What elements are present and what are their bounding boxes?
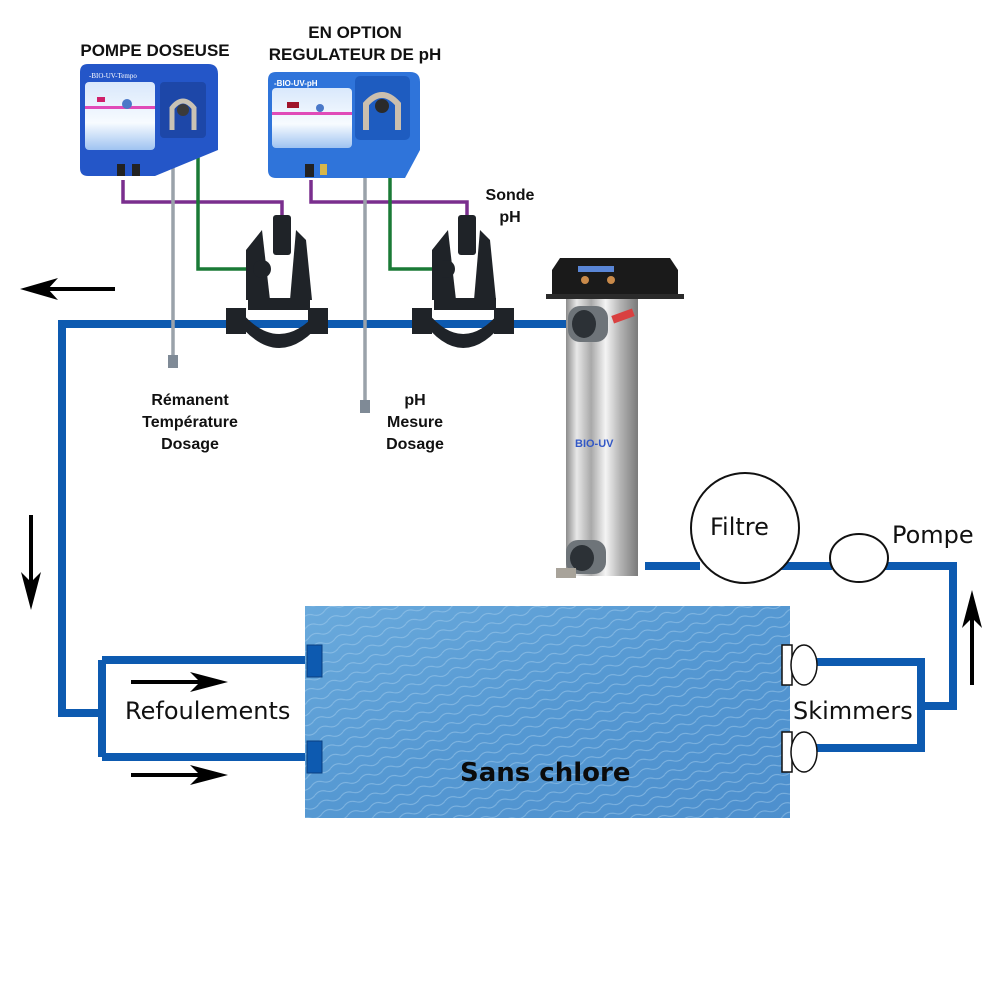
dosing-pump-signal-cable — [121, 180, 284, 216]
arrow-left-icon — [20, 278, 115, 300]
return-inlet-2 — [306, 740, 323, 774]
filter-icon — [690, 472, 800, 584]
ph-probe-label-line1: Sonde — [485, 187, 535, 204]
suction-tubes — [171, 142, 367, 400]
ph-probe-clamp — [412, 215, 514, 348]
pool-label: Sans chlore — [460, 758, 631, 788]
arrow-right-icon-2 — [131, 765, 228, 785]
ph-foot-valve-icon — [360, 400, 370, 413]
return-inlet-1 — [306, 644, 323, 678]
pump-icon — [829, 533, 889, 583]
dosing-pump-device: -BIO-UV-Tempo — [80, 64, 218, 176]
skimmer-1 — [781, 644, 818, 686]
ph-regulator-injection-tube — [388, 142, 442, 271]
uv-reactor: BIO-UV — [546, 258, 684, 578]
ph-tube-label-line3: Dosage — [386, 436, 444, 453]
dosing-pump-title: POMPE DOSEUSE — [80, 41, 230, 60]
ph-regulator-brand: -BIO-UV-pH — [274, 79, 318, 88]
injection-clamp-1 — [226, 215, 328, 348]
ph-regulator-title-line1: EN OPTION — [308, 23, 402, 42]
pump-label: Pompe — [892, 521, 974, 549]
ph-regulator-device: -BIO-UV-pH — [268, 72, 420, 178]
filter-label: Filtre — [710, 513, 769, 541]
pool — [305, 606, 790, 818]
arrow-up-icon — [962, 590, 982, 685]
skimmer-2 — [781, 731, 818, 773]
skimmers-label: Skimmers — [793, 697, 913, 725]
dosing-tubes — [196, 142, 442, 271]
ph-regulator-title-line2: REGULATEUR DE pH — [268, 45, 442, 64]
dosing-probe-label-line3: Dosage — [161, 436, 219, 453]
uv-reactor-brand: BIO-UV — [575, 438, 614, 450]
dosing-foot-valve-icon — [168, 355, 178, 368]
arrow-right-icon-1 — [131, 672, 228, 692]
ph-tube-label-line1: pH — [404, 392, 426, 409]
dosing-pump-brand: -BIO-UV-Tempo — [89, 72, 137, 80]
dosing-probe-label-line1: Rémanent — [151, 392, 229, 409]
skimmers-branch-pipe — [815, 562, 957, 752]
flow-arrows — [20, 278, 982, 785]
ph-tube-label-line2: Mesure — [386, 414, 444, 431]
arrow-down-icon — [21, 515, 41, 610]
dosing-pump-injection-tube — [196, 142, 252, 271]
dosing-probe-label-line2: Température — [142, 414, 238, 431]
ph-probe-label-line2: pH — [499, 209, 521, 226]
returns-label: Refoulements — [125, 697, 291, 725]
returns-branch-pipe — [98, 656, 312, 761]
